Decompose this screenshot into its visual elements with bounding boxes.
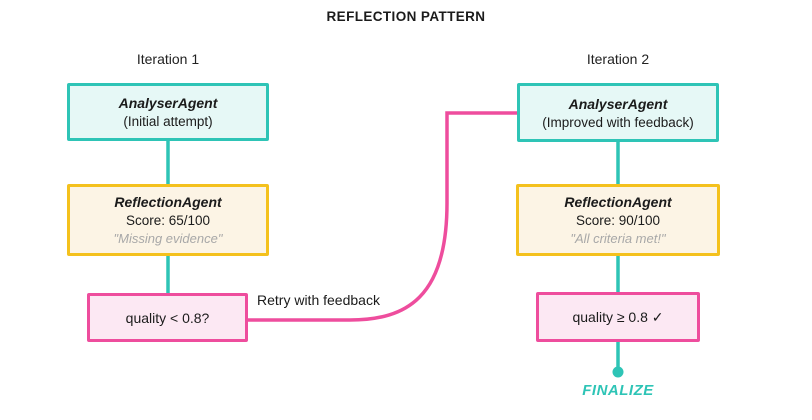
node-title: AnalyserAgent — [568, 95, 668, 112]
node-subtitle: (Improved with feedback) — [542, 114, 694, 130]
analyser-agent-node-2: AnalyserAgent (Improved with feedback) — [517, 83, 719, 142]
retry-feedback-label: Retry with feedback — [257, 292, 380, 308]
node-title: ReflectionAgent — [564, 194, 672, 210]
decision-label: quality < 0.8? — [125, 309, 210, 326]
node-title: AnalyserAgent — [118, 95, 218, 111]
node-subtitle: (Initial attempt) — [123, 114, 213, 129]
node-quote: "Missing evidence" — [113, 231, 223, 246]
iteration-1-heading: Iteration 1 — [136, 51, 200, 67]
decision-node-2: quality ≥ 0.8 ✓ — [536, 292, 700, 342]
diagram-title: REFLECTION PATTERN — [326, 9, 486, 24]
node-score: Score: 65/100 — [125, 213, 211, 228]
reflection-agent-node-2: ReflectionAgent Score: 90/100 "All crite… — [516, 184, 720, 256]
decision-label: quality ≥ 0.8 ✓ — [572, 308, 664, 325]
node-quote: "All criteria met!" — [570, 231, 666, 246]
finalize-label: FINALIZE — [582, 382, 654, 399]
node-score: Score: 90/100 — [575, 213, 661, 228]
reflection-agent-node-1: ReflectionAgent Score: 65/100 "Missing e… — [67, 184, 269, 256]
analyser-agent-node-1: AnalyserAgent (Initial attempt) — [67, 83, 269, 141]
finalize-endpoint-dot — [612, 366, 624, 378]
retry-feedback-arrow — [248, 111, 517, 322]
node-title: ReflectionAgent — [114, 194, 222, 210]
decision-node-1: quality < 0.8? — [87, 293, 248, 342]
iteration-2-heading: Iteration 2 — [586, 51, 650, 67]
